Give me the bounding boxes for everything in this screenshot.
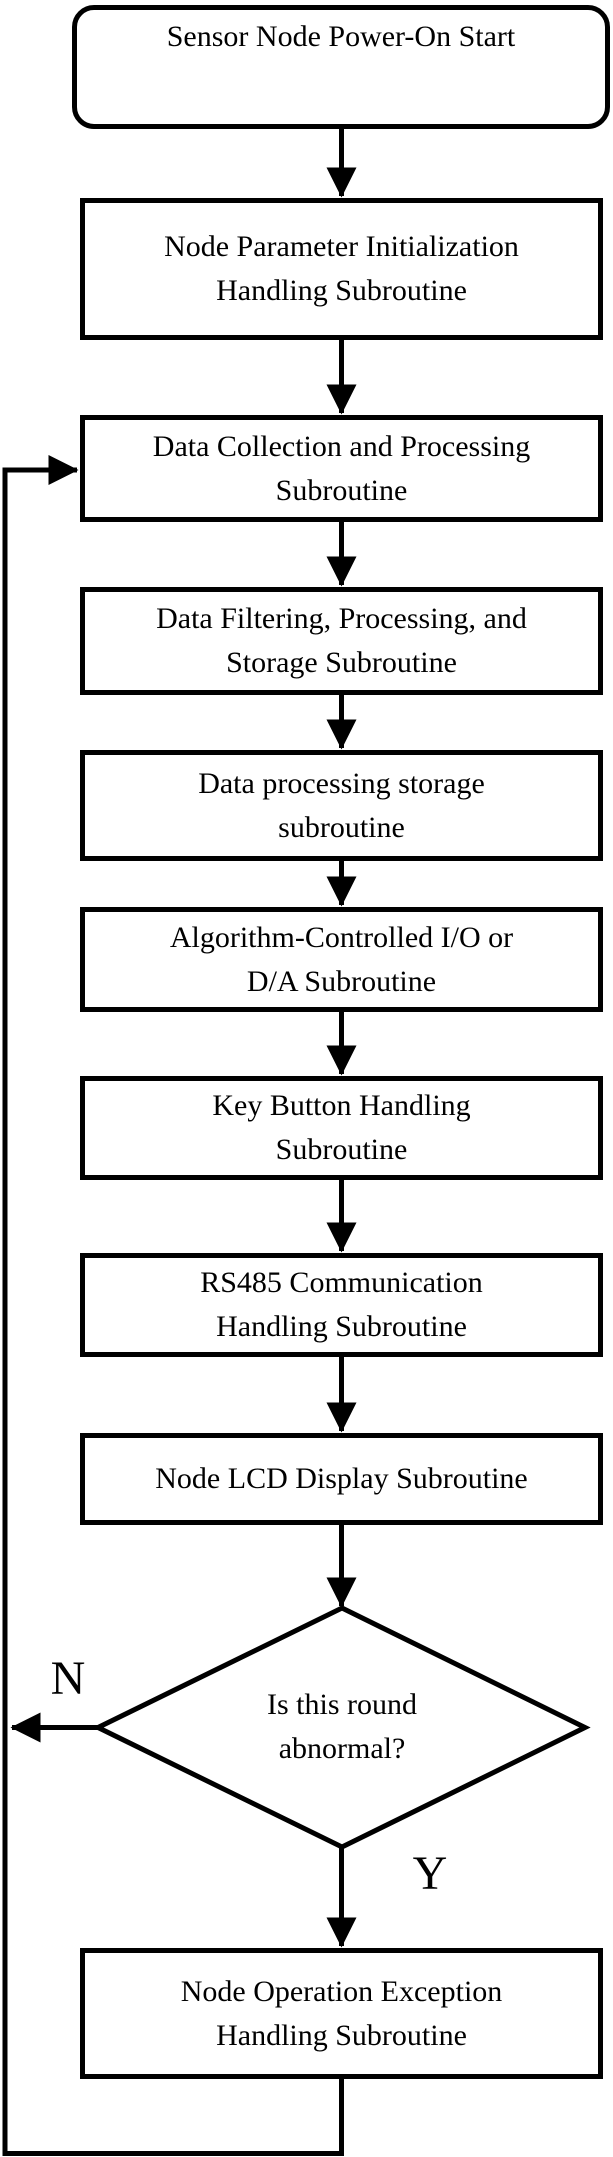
decision-diamond [92, 1605, 591, 1850]
flow-node-key-button: Key Button Handling Subroutine [80, 1076, 603, 1180]
flow-node-label: Data Collection and Processing [152, 429, 531, 463]
connector-loop-back [2, 455, 344, 2156]
flow-node-label: Handling Subroutine [216, 274, 467, 307]
flow-node-label: Node Parameter Initialization [164, 230, 519, 263]
flow-node-data-collection: Data Collection and Processing Subroutin… [80, 415, 603, 522]
flow-node-label: Data Filtering, Processing, and [156, 602, 527, 635]
flow-node-data-filtering: Data Filtering, Processing, and Storage … [80, 587, 603, 695]
flow-node-label: Data processing storage [198, 766, 485, 800]
flow-node-label: Sensor Node Power-On Start [166, 20, 516, 53]
flow-node-label: Key Button Handling [212, 1089, 471, 1122]
flow-node-label: Subroutine [275, 1133, 408, 1166]
flow-node-data-processing-storage: Data processing storage subroutine [80, 750, 603, 861]
branch-label-no: N [50, 1652, 86, 1705]
flow-node-label: Handling Subroutine [216, 2018, 467, 2052]
flow-node-lcd-display: Node LCD Display Subroutine [80, 1433, 603, 1525]
branch-label-yes: Y [412, 1847, 448, 1900]
flow-node-label: Subroutine [275, 473, 408, 507]
flow-node-label: subroutine [278, 810, 405, 844]
flow-node-param-init: Node Parameter Initialization Handling S… [80, 198, 603, 340]
flow-node-label: Node LCD Display Subroutine [155, 1462, 528, 1495]
flow-node-label: Storage Subroutine [226, 646, 457, 679]
flow-node-exception-handling: Node Operation Exception Handling Subrou… [80, 1948, 603, 2079]
flow-node-algorithm-io: Algorithm-Controlled I/O or D/A Subrouti… [80, 907, 603, 1012]
flow-node-label: Node Operation Exception [180, 1974, 503, 2008]
decision-label-line: Is this round [267, 1688, 417, 1721]
decision-label-line: abnormal? [278, 1732, 406, 1765]
flow-node-label: Algorithm-Controlled I/O or [169, 920, 514, 954]
flow-node-label: Handling Subroutine [216, 1310, 467, 1343]
flow-node-label: RS485 Communication [200, 1266, 483, 1299]
decision-label: Is this round abnormal? [182, 1672, 502, 1782]
flow-node-start: Sensor Node Power-On Start [72, 5, 610, 129]
flow-node-label: D/A Subroutine [246, 964, 437, 998]
flow-node-rs485: RS485 Communication Handling Subroutine [80, 1253, 603, 1357]
